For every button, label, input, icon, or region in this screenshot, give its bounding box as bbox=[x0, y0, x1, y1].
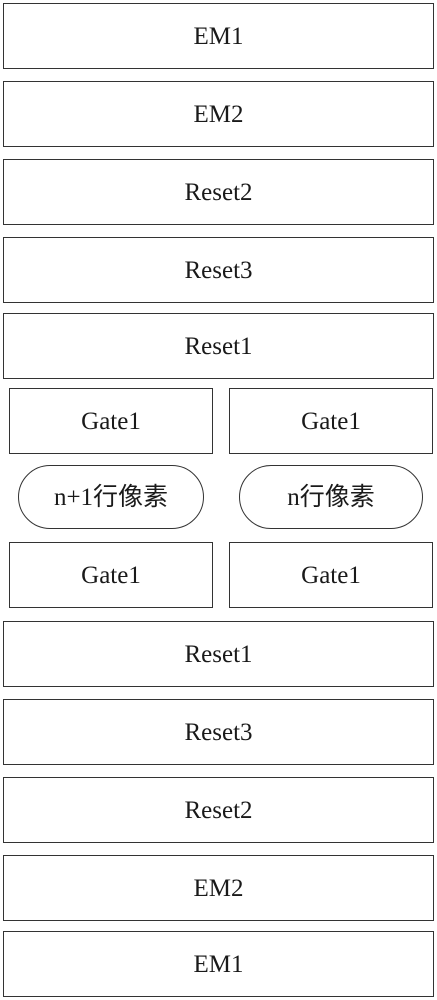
signal-label: Reset3 bbox=[184, 718, 253, 746]
signal-row-reset3-bottom: Reset3 bbox=[3, 699, 434, 765]
signal-row-reset1-top: Reset1 bbox=[3, 313, 434, 379]
signal-row-reset1-bottom: Reset1 bbox=[3, 621, 434, 687]
signal-row-em1-top: EM1 bbox=[3, 3, 434, 69]
signal-row-reset3-top: Reset3 bbox=[3, 237, 434, 303]
signal-label: EM1 bbox=[193, 950, 244, 978]
signal-row-em2-top: EM2 bbox=[3, 81, 434, 147]
signal-label: Reset1 bbox=[184, 640, 253, 668]
gate1-lower-left: Gate1 bbox=[9, 542, 213, 608]
pixel-row-n-plus-1: n+1行像素 bbox=[18, 465, 204, 529]
pixel-row-label: n行像素 bbox=[287, 483, 375, 511]
signal-row-reset2-bottom: Reset2 bbox=[3, 777, 434, 843]
signal-label: Reset3 bbox=[184, 256, 253, 284]
signal-label: Reset2 bbox=[184, 178, 253, 206]
gate1-upper-left: Gate1 bbox=[9, 388, 213, 454]
signal-label: EM2 bbox=[193, 100, 244, 128]
gate-label: Gate1 bbox=[81, 561, 141, 589]
gate-label: Gate1 bbox=[301, 407, 361, 435]
signal-label: Reset2 bbox=[184, 796, 253, 824]
signal-label: Reset1 bbox=[184, 332, 253, 360]
gate-label: Gate1 bbox=[81, 407, 141, 435]
pixel-row-n: n行像素 bbox=[239, 465, 423, 529]
signal-row-em1-bottom: EM1 bbox=[3, 931, 434, 997]
signal-row-em2-bottom: EM2 bbox=[3, 855, 434, 921]
signal-label: EM2 bbox=[193, 874, 244, 902]
gate-label: Gate1 bbox=[301, 561, 361, 589]
gate1-lower-right: Gate1 bbox=[229, 542, 433, 608]
signal-label: EM1 bbox=[193, 22, 244, 50]
signal-row-reset2-top: Reset2 bbox=[3, 159, 434, 225]
gate1-upper-right: Gate1 bbox=[229, 388, 433, 454]
pixel-row-label: n+1行像素 bbox=[53, 483, 169, 511]
